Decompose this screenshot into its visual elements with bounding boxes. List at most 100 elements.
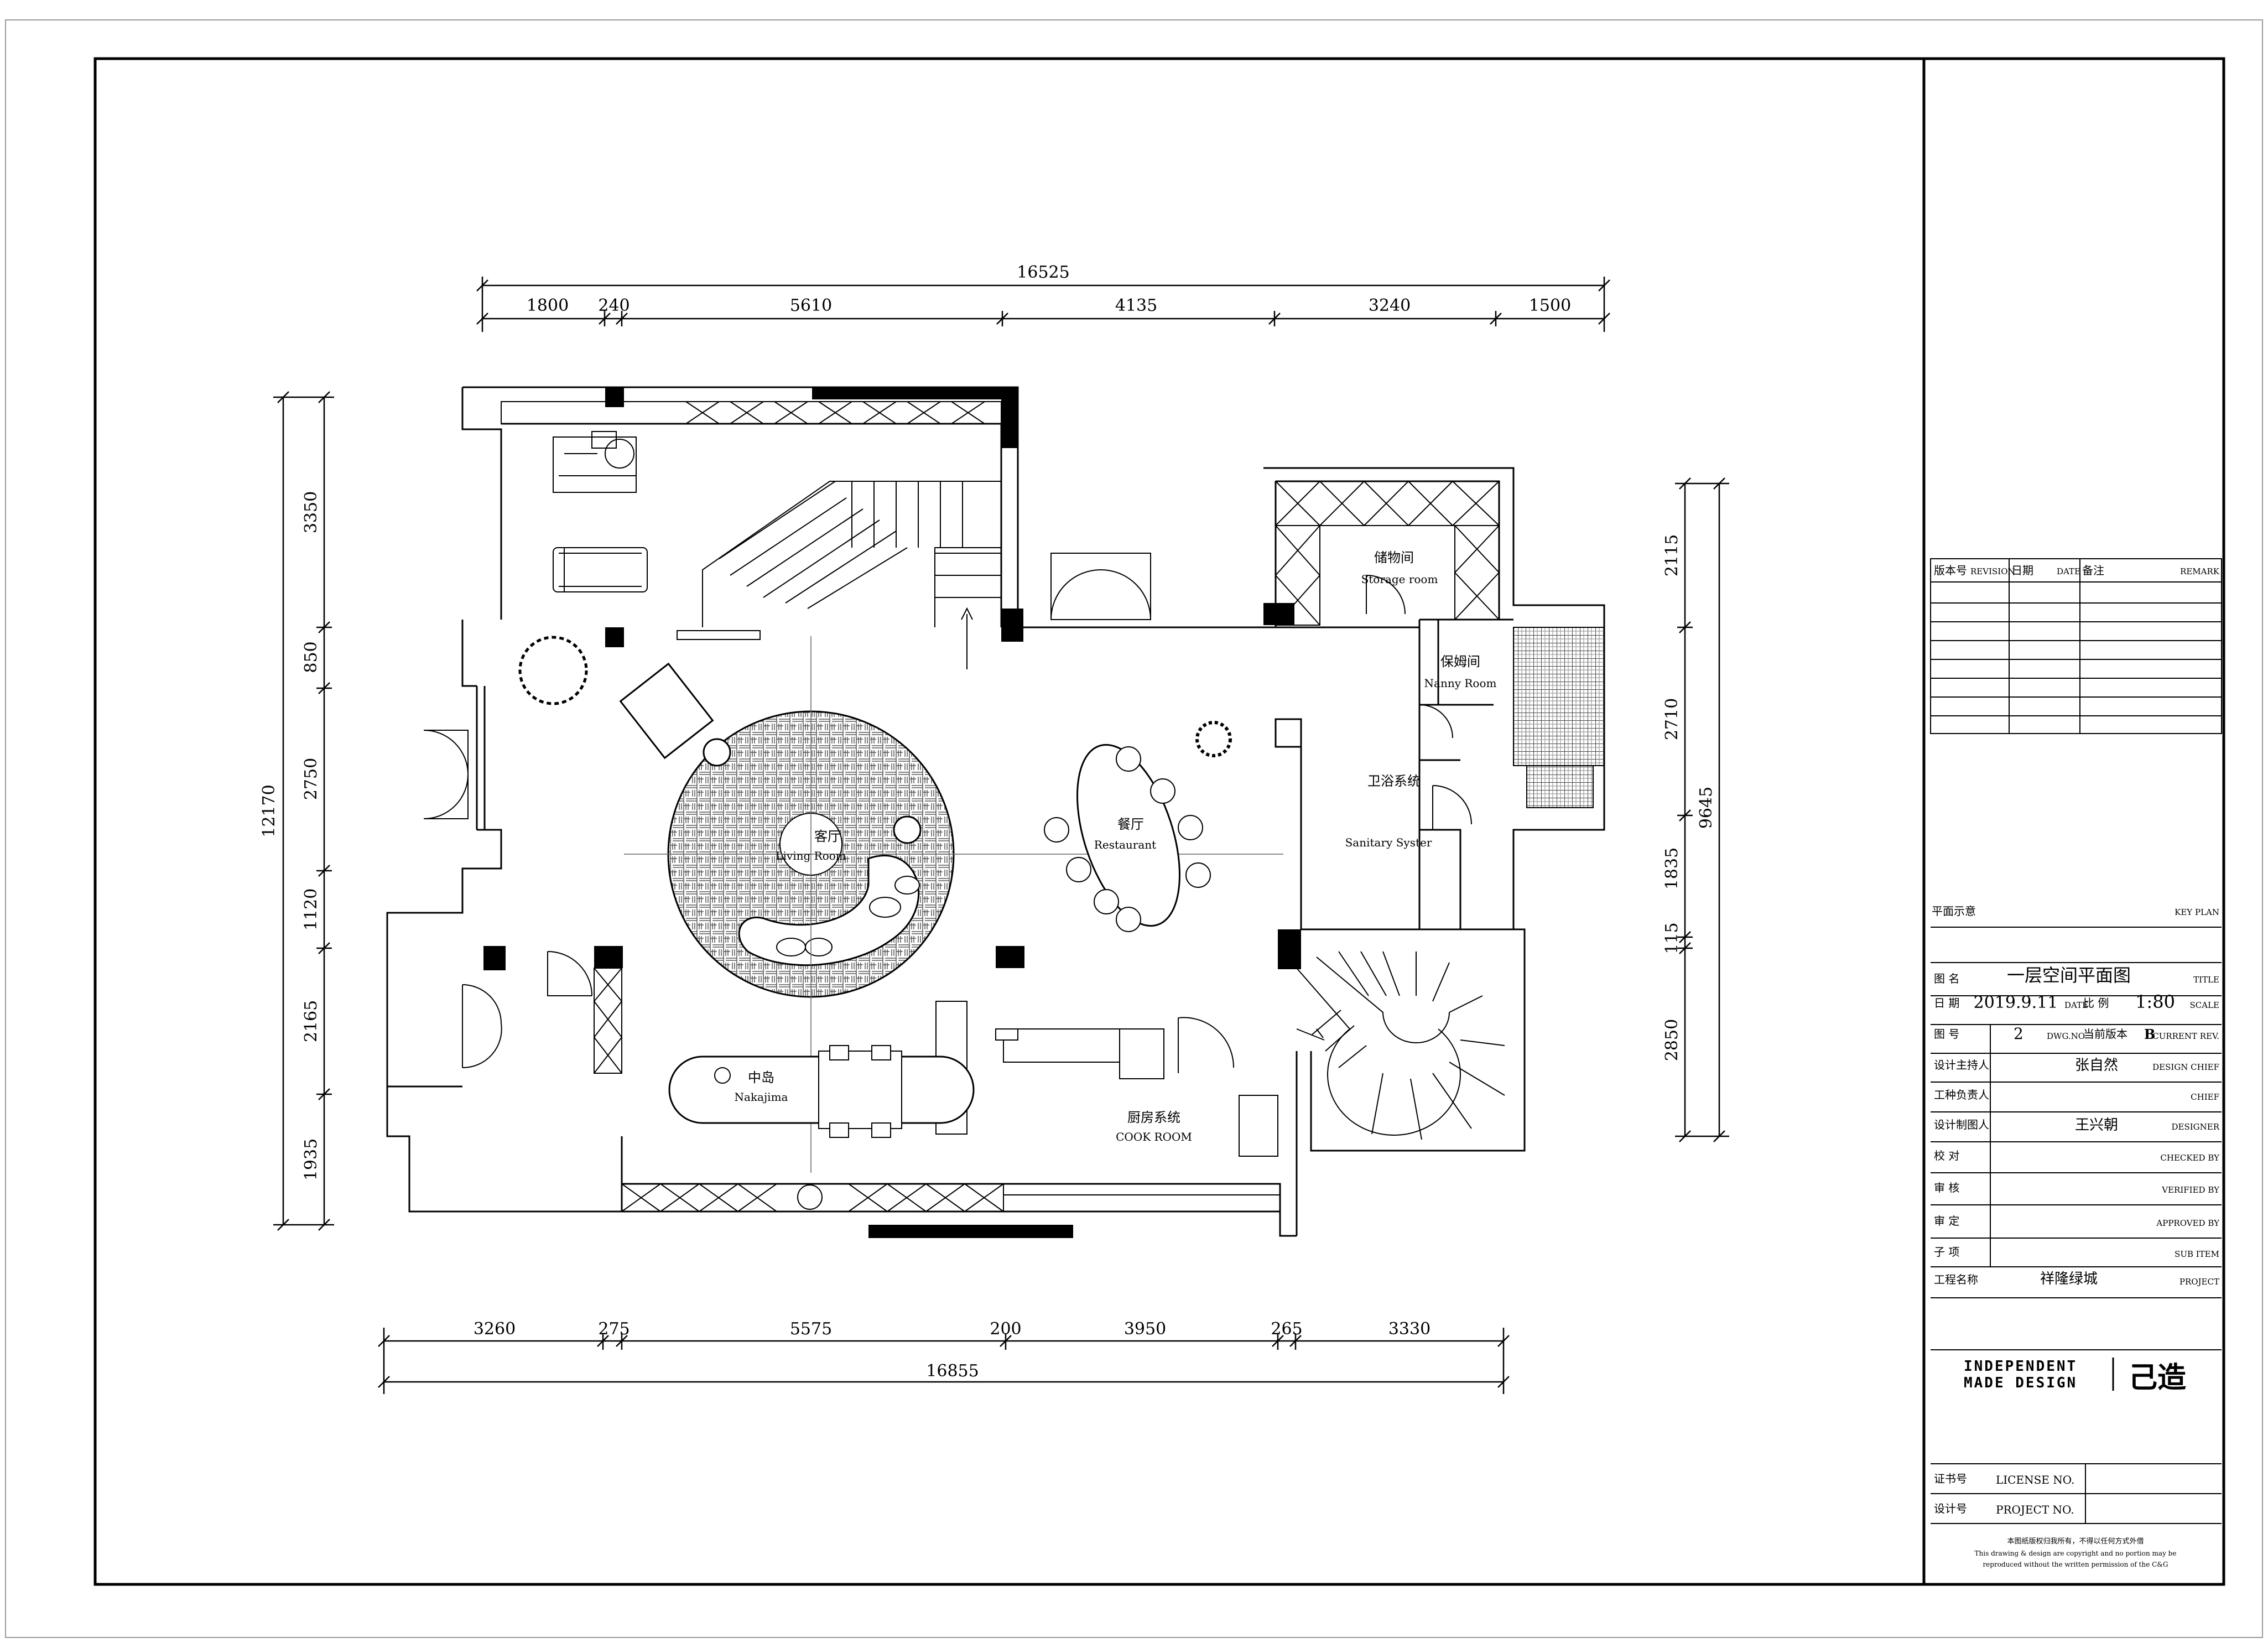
info-table <box>1931 962 2222 1524</box>
date-label: 日 期 <box>1934 996 1959 1010</box>
room-kitchen-en: COOK ROOM <box>1116 1130 1192 1143</box>
project-cn: 工程名称 <box>1934 1273 1978 1286</box>
title-en: TITLE <box>2193 975 2219 985</box>
island-stools <box>829 1045 891 1138</box>
scale-cn: 比 例 <box>2083 996 2109 1010</box>
room-nanny-cn: 保姆间 <box>1440 654 1480 669</box>
license-cn: 证书号 <box>1934 1472 1967 1485</box>
approved-en: APPROVED BY <box>2156 1218 2220 1228</box>
date-label-en: DATE <box>2064 1000 2088 1010</box>
keyplan-en: KEY PLAN <box>2175 907 2219 917</box>
cook-counter <box>995 1028 1018 1041</box>
title-value: 一层空间平面图 <box>2007 965 2131 986</box>
dim-right-total: 9645 <box>1697 787 1716 829</box>
dim-bottom-6: 265 <box>1271 1319 1302 1339</box>
outer-frame <box>5 19 2263 1638</box>
plant-2-icon <box>1195 721 1232 757</box>
room-storage-en: Storage room <box>1361 573 1438 586</box>
room-restaurant-en: Restaurant <box>1094 838 1156 851</box>
dim-right-4: 115 <box>1662 922 1682 954</box>
dim-top-4: 4135 <box>1115 296 1157 315</box>
plan-doors <box>423 553 1472 1073</box>
dim-top-6: 1500 <box>1529 296 1571 315</box>
dim-right-5: 2850 <box>1662 1019 1682 1061</box>
armchair <box>619 662 714 760</box>
gym-equipment <box>553 431 648 592</box>
plan-cabinets <box>501 401 1500 1212</box>
dwg-value: 2 <box>2014 1025 2023 1043</box>
dim-top-5: 3240 <box>1369 296 1411 315</box>
dwg-cn: 图 号 <box>1934 1027 1959 1041</box>
project-value: 祥隆绿城 <box>2040 1271 2098 1287</box>
dim-bottom-5: 3950 <box>1124 1319 1166 1339</box>
drawer-value: 王兴朝 <box>2075 1117 2118 1134</box>
dim-top-1: 1800 <box>527 296 569 315</box>
gym-stair <box>702 481 1002 669</box>
living-room-sofa <box>738 855 920 966</box>
room-restaurant-cn: 餐厅 <box>1117 817 1144 832</box>
room-living-en: Living Room <box>776 849 846 862</box>
subitem-en: SUB ITEM <box>2175 1249 2219 1259</box>
dwg-en: DWG.NO <box>2047 1031 2085 1041</box>
scale-value: 1:80 <box>2135 991 2175 1012</box>
spiral-stair <box>1296 951 1505 1140</box>
dim-right-2: 2710 <box>1662 698 1682 740</box>
logo-text-cn: 己造 <box>2129 1361 2186 1395</box>
room-nanny-en: Nanny Room <box>1424 677 1497 690</box>
projno-cn: 设计号 <box>1934 1502 1967 1515</box>
logo-text-en-1: INDEPENDENT <box>1964 1358 2077 1375</box>
curver-value: B <box>2144 1026 2155 1042</box>
dim-left-2: 850 <box>301 641 321 673</box>
drawer-en: DESIGNER <box>2171 1122 2219 1132</box>
drawer-cn: 设计制图人 <box>1934 1118 1989 1131</box>
engineer-en: CHIEF <box>2191 1092 2219 1102</box>
dim-bottom-total: 16855 <box>926 1361 979 1381</box>
dim-bottom-7: 3330 <box>1388 1319 1430 1339</box>
left-dimensions <box>273 391 334 1231</box>
dim-left-4: 1120 <box>301 888 321 930</box>
rev-date-cn: 日期 <box>2011 564 2033 577</box>
date-value: 2019.9.11 <box>1974 993 2058 1012</box>
plan-columns <box>483 387 1301 1238</box>
revision-table <box>1930 558 2222 734</box>
kitchen-sink-round <box>797 1184 823 1210</box>
side-table-right <box>893 815 922 844</box>
license-en: LICENSE NO. <box>1996 1473 2074 1486</box>
room-storage-cn: 储物间 <box>1374 550 1414 565</box>
keyplan-cn: 平面示意 <box>1932 904 1976 918</box>
dim-bottom-3: 5575 <box>790 1319 832 1339</box>
room-sanitary-cn: 卫浴系统 <box>1367 773 1421 789</box>
dim-bottom-2: 275 <box>598 1319 630 1339</box>
room-island-cn: 中岛 <box>748 1070 774 1085</box>
nanny-room-floor <box>1513 627 1605 766</box>
room-kitchen-cn: 厨房系统 <box>1127 1110 1180 1125</box>
dining-chairs <box>1044 746 1211 932</box>
dim-left-total: 12170 <box>259 784 279 837</box>
nanny-room-step <box>1526 765 1594 808</box>
dim-left-1: 3350 <box>301 491 321 533</box>
subitem-cn: 子 项 <box>1934 1245 1959 1259</box>
rev-remark-en: REMARK <box>2180 566 2220 576</box>
curver-en: CURRENT REV. <box>2152 1031 2219 1041</box>
right-dimensions <box>1675 477 1729 1142</box>
chief-designer-en: DESIGN CHIEF <box>2152 1062 2219 1072</box>
logo-text-en-2: MADE DESIGN <box>1964 1375 2077 1391</box>
copyright-en-1: This drawing & design are copyright and … <box>1975 1550 2177 1557</box>
engineer-cn: 工种负责人 <box>1934 1088 1989 1101</box>
drawing-frame <box>93 57 2225 1586</box>
dim-left-5: 2165 <box>301 1000 321 1042</box>
dim-right-1: 2115 <box>1662 534 1682 576</box>
bottom-dimensions <box>378 1328 1510 1394</box>
room-island-en: Nakajima <box>735 1090 788 1104</box>
plan-walls <box>386 386 1605 1237</box>
scale-en: SCALE <box>2190 1000 2220 1010</box>
copyright-cn: 本图纸版权归我所有，不得以任何方式外借 <box>2007 1537 2144 1546</box>
dim-right-3: 1835 <box>1662 848 1682 890</box>
island-counter <box>818 1051 902 1129</box>
checked-cn: 校 对 <box>1934 1149 1959 1162</box>
rev-date-en: DATE <box>2057 566 2080 576</box>
rev-en: REVISION <box>1970 566 2015 576</box>
room-sanitary-en: Sanitary Syster <box>1345 836 1432 849</box>
dim-bottom-4: 200 <box>990 1319 1021 1339</box>
